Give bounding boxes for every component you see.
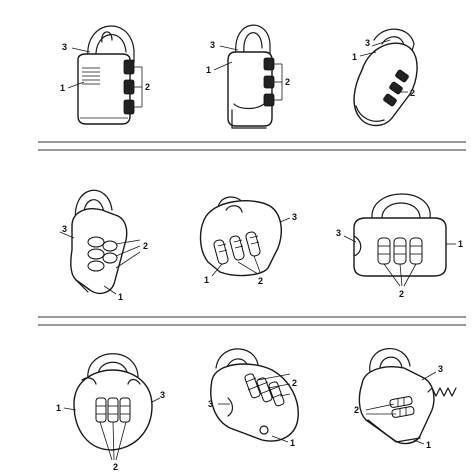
- callout-1: 1: [458, 239, 463, 249]
- callout-3: 3: [365, 38, 370, 48]
- callout-3: 3: [62, 224, 67, 234]
- callout-3: 3: [438, 364, 443, 374]
- callout-2: 2: [145, 82, 150, 92]
- lock-panel-r3c1: 1 3 2: [56, 353, 165, 472]
- callout-2: 2: [410, 88, 415, 98]
- dial-wheels: [377, 237, 423, 265]
- callout-1: 1: [352, 52, 357, 62]
- inner-ribs: [82, 67, 100, 85]
- callout-1: 1: [204, 275, 209, 285]
- callout-3: 3: [292, 212, 297, 222]
- callout-2: 2: [399, 289, 404, 299]
- callout-2: 2: [258, 276, 263, 286]
- row-separator-2: [38, 316, 466, 326]
- dial-wheels: [87, 236, 118, 272]
- callout-2: 2: [113, 462, 118, 472]
- lock-panel-r2c2: 1 2 3: [199, 196, 297, 286]
- callout-1: 1: [290, 438, 295, 448]
- dial-wheels: [389, 396, 415, 418]
- lock-panel-r1c3: 3 1 2: [352, 28, 418, 127]
- callout-2: 2: [285, 77, 290, 87]
- dial-wheels: [244, 373, 285, 407]
- callout-1: 1: [56, 403, 61, 413]
- callout-2: 2: [292, 378, 297, 388]
- dial-wheels: [95, 397, 131, 423]
- lock-panel-r2c3: 3 1 2: [336, 193, 463, 299]
- callout-2: 2: [143, 241, 148, 251]
- callout-3: 3: [160, 390, 165, 400]
- callout-2: 2: [354, 405, 359, 415]
- dial-wheels: [213, 231, 261, 265]
- callout-1: 1: [118, 292, 123, 302]
- callout-3: 3: [210, 40, 215, 50]
- lock-panel-r3c3: 3 2 1: [354, 348, 457, 450]
- callout-1: 1: [206, 65, 211, 75]
- callout-3: 3: [62, 42, 67, 52]
- spring-pin: [421, 371, 457, 397]
- callout-1: 1: [60, 83, 65, 93]
- callout-3: 3: [208, 399, 213, 409]
- lock-panel-r1c2: 3 1 2: [206, 24, 290, 129]
- callout-1: 1: [426, 440, 431, 450]
- lock-panel-r1c1: 3 1 2: [60, 25, 150, 125]
- lock-panel-r2c1: 3 2 1: [59, 189, 148, 302]
- lock-panel-r3c2: 2 3 1: [208, 348, 299, 448]
- callout-3: 3: [336, 228, 341, 238]
- row-separator-1: [38, 141, 466, 151]
